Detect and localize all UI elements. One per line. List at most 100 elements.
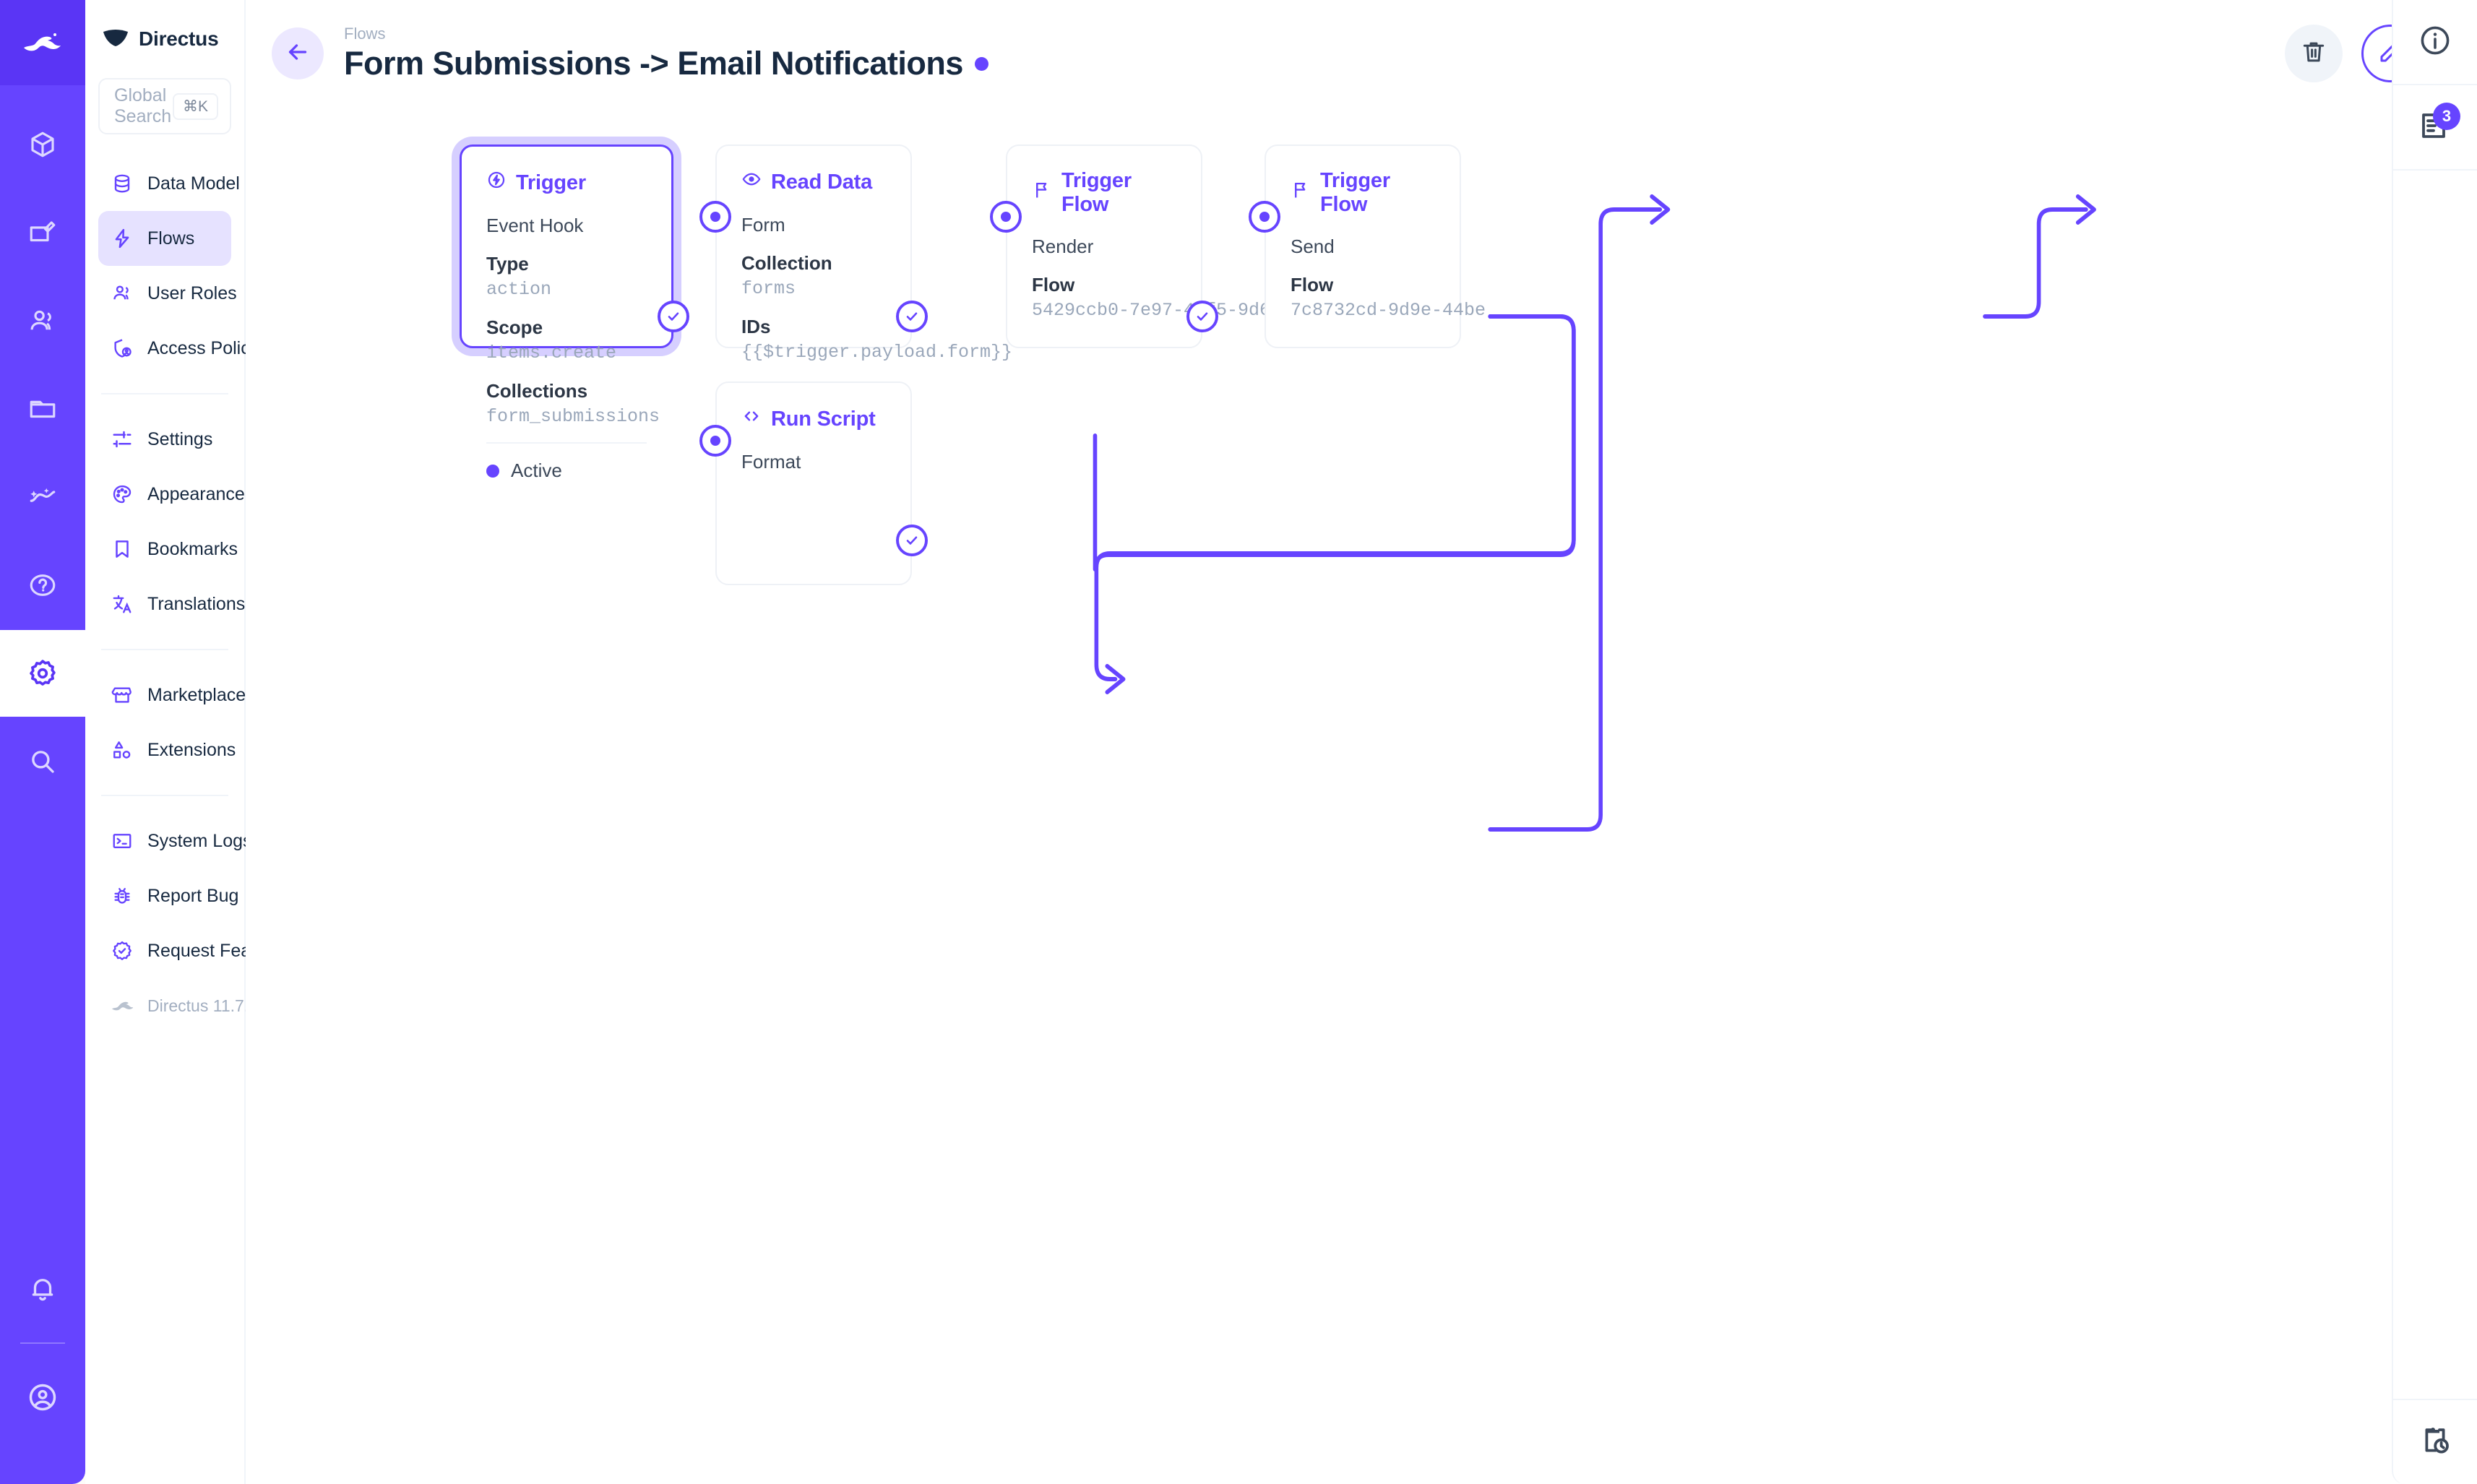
bookmark-icon [110, 537, 134, 561]
rabbit-icon [110, 993, 134, 1018]
field-value: 7c8732cd-9d9e-44be [1291, 300, 1486, 322]
port-run-script-input[interactable] [699, 425, 731, 457]
field-key: Collection [741, 252, 832, 274]
sidebar-group-extend: Marketplace Beta Extensions [98, 663, 309, 782]
global-search-shortcut: ⌘K [172, 92, 218, 120]
flow-node-title: Trigger Flow [1032, 169, 1176, 217]
port-trigger-flow-send-input[interactable] [1249, 201, 1280, 233]
module-item-insights[interactable] [0, 454, 85, 540]
sidebar-item-bookmarks[interactable]: Bookmarks [98, 522, 238, 577]
badge-check-icon [110, 939, 134, 963]
sidebar-item-data-model[interactable]: Data Model [98, 156, 240, 211]
global-search-input[interactable]: Global Search ⌘K [98, 78, 231, 134]
module-item-help[interactable] [0, 542, 85, 629]
sidebar-item-flows[interactable]: Flows [98, 211, 231, 266]
flow-node-trigger[interactable]: Trigger Event Hook Type action Scope ite… [460, 144, 673, 481]
port-trigger-resolve[interactable] [658, 301, 689, 332]
flow-node-status: Active [486, 442, 647, 482]
status-label: Active [511, 460, 562, 482]
flow-node-title-text: Trigger Flow [1061, 169, 1132, 216]
delete-flow-button[interactable] [2285, 25, 2343, 82]
clipboard-clock-icon [2418, 1423, 2452, 1462]
flow-history-button[interactable] [2392, 1399, 2477, 1484]
port-dot [710, 436, 720, 446]
sidebar-item-system-logs[interactable]: System Logs [98, 814, 252, 868]
notifications-button[interactable] [0, 1246, 85, 1332]
info-sidebar-button[interactable] [2392, 0, 2477, 85]
flow-node-title: Trigger Flow [1291, 169, 1435, 217]
main-content: Flows Form Submissions -> Email Notifica… [246, 0, 2477, 1484]
flow-node-trigger-flow-send[interactable]: Trigger Flow Send Flow 7c8732cd-9d9e-44b… [1265, 144, 1486, 348]
flow-node-subtitle: Send [1291, 236, 1335, 257]
flow-node-title-text: Read Data [771, 170, 873, 194]
flow-node-title-text: Run Script [771, 407, 876, 431]
field-value: form_submissions [486, 406, 660, 428]
terminal-icon [110, 829, 134, 853]
sidebar-divider [101, 393, 228, 394]
sidebar-item-access-policies[interactable]: Access Policies [98, 321, 273, 376]
flow-node-field: Collections form_submissions [486, 379, 660, 429]
status-badge [974, 56, 988, 71]
port-run-script-resolve[interactable] [896, 525, 928, 556]
global-search-placeholder: Global Search [114, 85, 172, 126]
flow-node-title-text: Trigger [516, 171, 586, 194]
sidebar-item-label: Marketplace [147, 684, 246, 705]
sidebar-item-label: Extensions [147, 739, 236, 760]
breadcrumb[interactable]: Flows [344, 24, 386, 43]
flow-node-subtitle: Render [1032, 236, 1094, 257]
users-icon [110, 281, 134, 306]
right-sidebar: 3 [2392, 0, 2477, 1484]
account-button[interactable] [0, 1354, 85, 1441]
flow-node-trigger-flow-render[interactable]: Trigger Flow Render Flow 5429ccb0-7e97-4… [1006, 144, 1324, 348]
info-circle-icon [2418, 23, 2452, 61]
module-item-editor[interactable] [0, 189, 85, 276]
module-item-files[interactable] [0, 366, 85, 452]
back-button[interactable] [272, 27, 324, 79]
module-icon-list [0, 85, 85, 805]
sidebar-item-extensions[interactable]: Extensions [98, 722, 236, 777]
sidebar-header: Directus [98, 0, 231, 78]
sidebar-item-request-feature[interactable]: Request Feature [98, 923, 282, 978]
edge-arrow-trigger-flow-render [1650, 194, 1671, 225]
port-dot [1001, 212, 1011, 222]
port-trigger-flow-render-resolve[interactable] [1186, 301, 1218, 332]
module-item-content[interactable] [0, 101, 85, 188]
sidebar-group-data: Data Model Flows User Roles Access Polic… [98, 152, 273, 380]
module-item-settings[interactable] [0, 630, 85, 717]
flow-canvas[interactable]: Trigger Event Hook Type action Scope ite… [246, 107, 2477, 1484]
flow-node-title-text: Trigger Flow [1320, 169, 1390, 216]
flow-node-field: Flow 7c8732cd-9d9e-44be [1291, 272, 1486, 323]
sidebar-item-label: Bookmarks [147, 538, 238, 559]
field-value: action [486, 279, 552, 301]
sidebar-item-marketplace[interactable]: Marketplace Beta [98, 668, 309, 722]
sidebar-item-settings[interactable]: Settings [98, 412, 231, 467]
flow-node-field: Type action [486, 251, 647, 302]
port-dot [1259, 212, 1270, 222]
sidebar-title: Directus [139, 27, 219, 50]
field-key: Scope [486, 316, 543, 339]
field-value: items.create [486, 342, 617, 364]
eye-icon [741, 169, 762, 195]
flow-node-title: Trigger [486, 170, 647, 196]
logs-sidebar-button[interactable]: 3 [2392, 85, 2477, 171]
flow-node-run-script[interactable]: Run Script Format [715, 381, 912, 585]
flow-node-field: IDs {{$trigger.payload.form}} [741, 314, 1012, 365]
port-trigger-flow-render-input[interactable] [990, 201, 1022, 233]
sidebar-version-label: Directus 11.7.2 [147, 996, 258, 1015]
field-value: forms [741, 278, 796, 300]
flow-node-read-data[interactable]: Read Data Form Collection forms IDs {{$t… [715, 144, 1012, 363]
sidebar-item-report-bug[interactable]: Report Bug [98, 868, 238, 923]
port-read-data-input[interactable] [699, 201, 731, 233]
module-item-search[interactable] [0, 718, 85, 805]
port-dot [710, 212, 720, 222]
sidebar-version: Directus 11.7.2 [98, 978, 258, 1033]
trigger-bolt-icon [486, 170, 507, 196]
module-item-users[interactable] [0, 277, 85, 364]
port-read-data-resolve[interactable] [896, 301, 928, 332]
directus-rabbit-logo[interactable] [0, 0, 85, 85]
sidebar-item-translations[interactable]: Translations [98, 577, 245, 631]
sidebar-item-label: Translations [147, 593, 246, 614]
field-key: Collections [486, 380, 588, 402]
sidebar-item-user-roles[interactable]: User Roles [98, 266, 237, 321]
sidebar-item-appearance[interactable]: Appearance [98, 467, 245, 522]
